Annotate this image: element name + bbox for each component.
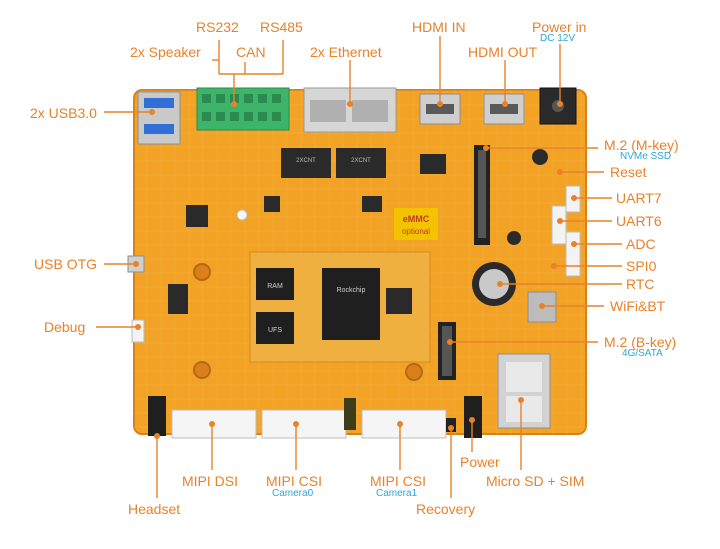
sd-sim-card-area bbox=[506, 396, 542, 422]
m2-mkey-slot-contacts bbox=[478, 150, 486, 238]
label-headset: Headset bbox=[128, 501, 181, 517]
sublabel-camera0: Camera0 bbox=[272, 488, 314, 499]
label-power: Power bbox=[460, 454, 500, 470]
label-mipi-csi0: MIPI CSI bbox=[266, 473, 323, 489]
ufs-chip bbox=[256, 312, 294, 344]
ic bbox=[168, 284, 188, 314]
label-spi0: SPI0 bbox=[626, 258, 657, 274]
leader-lines bbox=[96, 36, 622, 498]
label-adc: ADC bbox=[626, 236, 656, 252]
label-rtc: RTC bbox=[626, 276, 655, 292]
ic bbox=[362, 196, 382, 212]
yellow-capacitor bbox=[344, 398, 356, 430]
label-power-in: Power in bbox=[532, 19, 587, 35]
usb3-port-insert bbox=[144, 124, 174, 134]
label-m2-mkey: M.2 (M-key) bbox=[604, 137, 679, 153]
power-button bbox=[464, 396, 482, 438]
label-m2-bkey: M.2 (B-key) bbox=[604, 334, 677, 350]
label-mipi-csi1: MIPI CSI bbox=[370, 473, 427, 489]
label-wifi-bt: WiFi&BT bbox=[610, 298, 666, 314]
label-usb-otg: USB OTG bbox=[34, 256, 98, 272]
ethernet-jack-opening bbox=[352, 100, 388, 122]
soc-chip bbox=[322, 268, 380, 340]
hdmi-out-opening bbox=[490, 104, 518, 114]
mounting-hole bbox=[193, 263, 211, 281]
mounting-hole bbox=[236, 209, 248, 221]
pmic-chip bbox=[386, 288, 412, 314]
label-speaker: 2x Speaker bbox=[130, 44, 201, 60]
label-recovery: Recovery bbox=[416, 501, 476, 517]
label-rs232: RS232 bbox=[196, 19, 239, 35]
label-debug: Debug bbox=[44, 319, 86, 335]
soc-chip-label: Rockchip bbox=[337, 287, 366, 294]
ethernet-phy-chip-label: 2XCNT bbox=[296, 158, 316, 164]
ethernet-phy-chip bbox=[281, 148, 331, 178]
ic bbox=[186, 205, 208, 227]
emmc-slot bbox=[394, 208, 438, 240]
ic bbox=[264, 196, 280, 212]
leader-dots bbox=[133, 101, 577, 439]
headset-jack bbox=[148, 396, 166, 436]
wifi-module bbox=[527, 291, 557, 323]
label-uart6: UART6 bbox=[616, 213, 662, 229]
mounting-hole bbox=[405, 363, 423, 381]
sublabel-dc12v: DC 12V bbox=[540, 33, 576, 44]
uart6-header bbox=[551, 205, 567, 245]
mipi-csi1-connector bbox=[361, 409, 447, 439]
label-ethernet: 2x Ethernet bbox=[310, 44, 382, 60]
emmc-optional-label: optional bbox=[402, 227, 430, 236]
emmc-label: eMMC bbox=[403, 214, 430, 224]
sublabel-camera1: Camera1 bbox=[376, 488, 418, 499]
ethernet-jack-opening bbox=[310, 100, 346, 122]
label-usb3: 2x USB3.0 bbox=[30, 105, 97, 121]
adc-header bbox=[565, 231, 581, 277]
ram-chip-label: RAM bbox=[267, 283, 283, 290]
ic bbox=[420, 154, 446, 174]
sublabel-4g-sata: 4G/SATA bbox=[622, 348, 663, 359]
mipi-csi0-connector bbox=[261, 409, 347, 439]
terminal-screws bbox=[202, 94, 281, 121]
capacitor bbox=[507, 231, 521, 245]
usb3-port-insert bbox=[144, 98, 174, 108]
label-hdmi-in: HDMI IN bbox=[412, 19, 466, 35]
label-can: CAN bbox=[236, 44, 266, 60]
capacitor bbox=[532, 149, 548, 165]
label-microsd-sim: Micro SD + SIM bbox=[486, 473, 585, 489]
sublabel-nvme: NVMe SSD bbox=[620, 151, 672, 162]
hdmi-in-opening bbox=[426, 104, 454, 114]
debug-header bbox=[131, 319, 145, 343]
mounting-hole bbox=[193, 361, 211, 379]
ufs-chip-label: UFS bbox=[268, 327, 282, 334]
label-reset: Reset bbox=[610, 164, 647, 180]
sd-sim-card-area bbox=[506, 362, 542, 392]
ethernet-phy-chip bbox=[336, 148, 386, 178]
m2-bkey-slot-contacts bbox=[442, 326, 452, 376]
rtc-battery-cell bbox=[479, 269, 509, 299]
label-uart7: UART7 bbox=[616, 190, 662, 206]
ram-chip bbox=[256, 268, 294, 300]
label-rs485: RS485 bbox=[260, 19, 303, 35]
label-mipi-dsi: MIPI DSI bbox=[182, 473, 239, 489]
label-hdmi-out: HDMI OUT bbox=[468, 44, 538, 60]
ethernet-phy-chip-label: 2XCNT bbox=[351, 158, 371, 164]
